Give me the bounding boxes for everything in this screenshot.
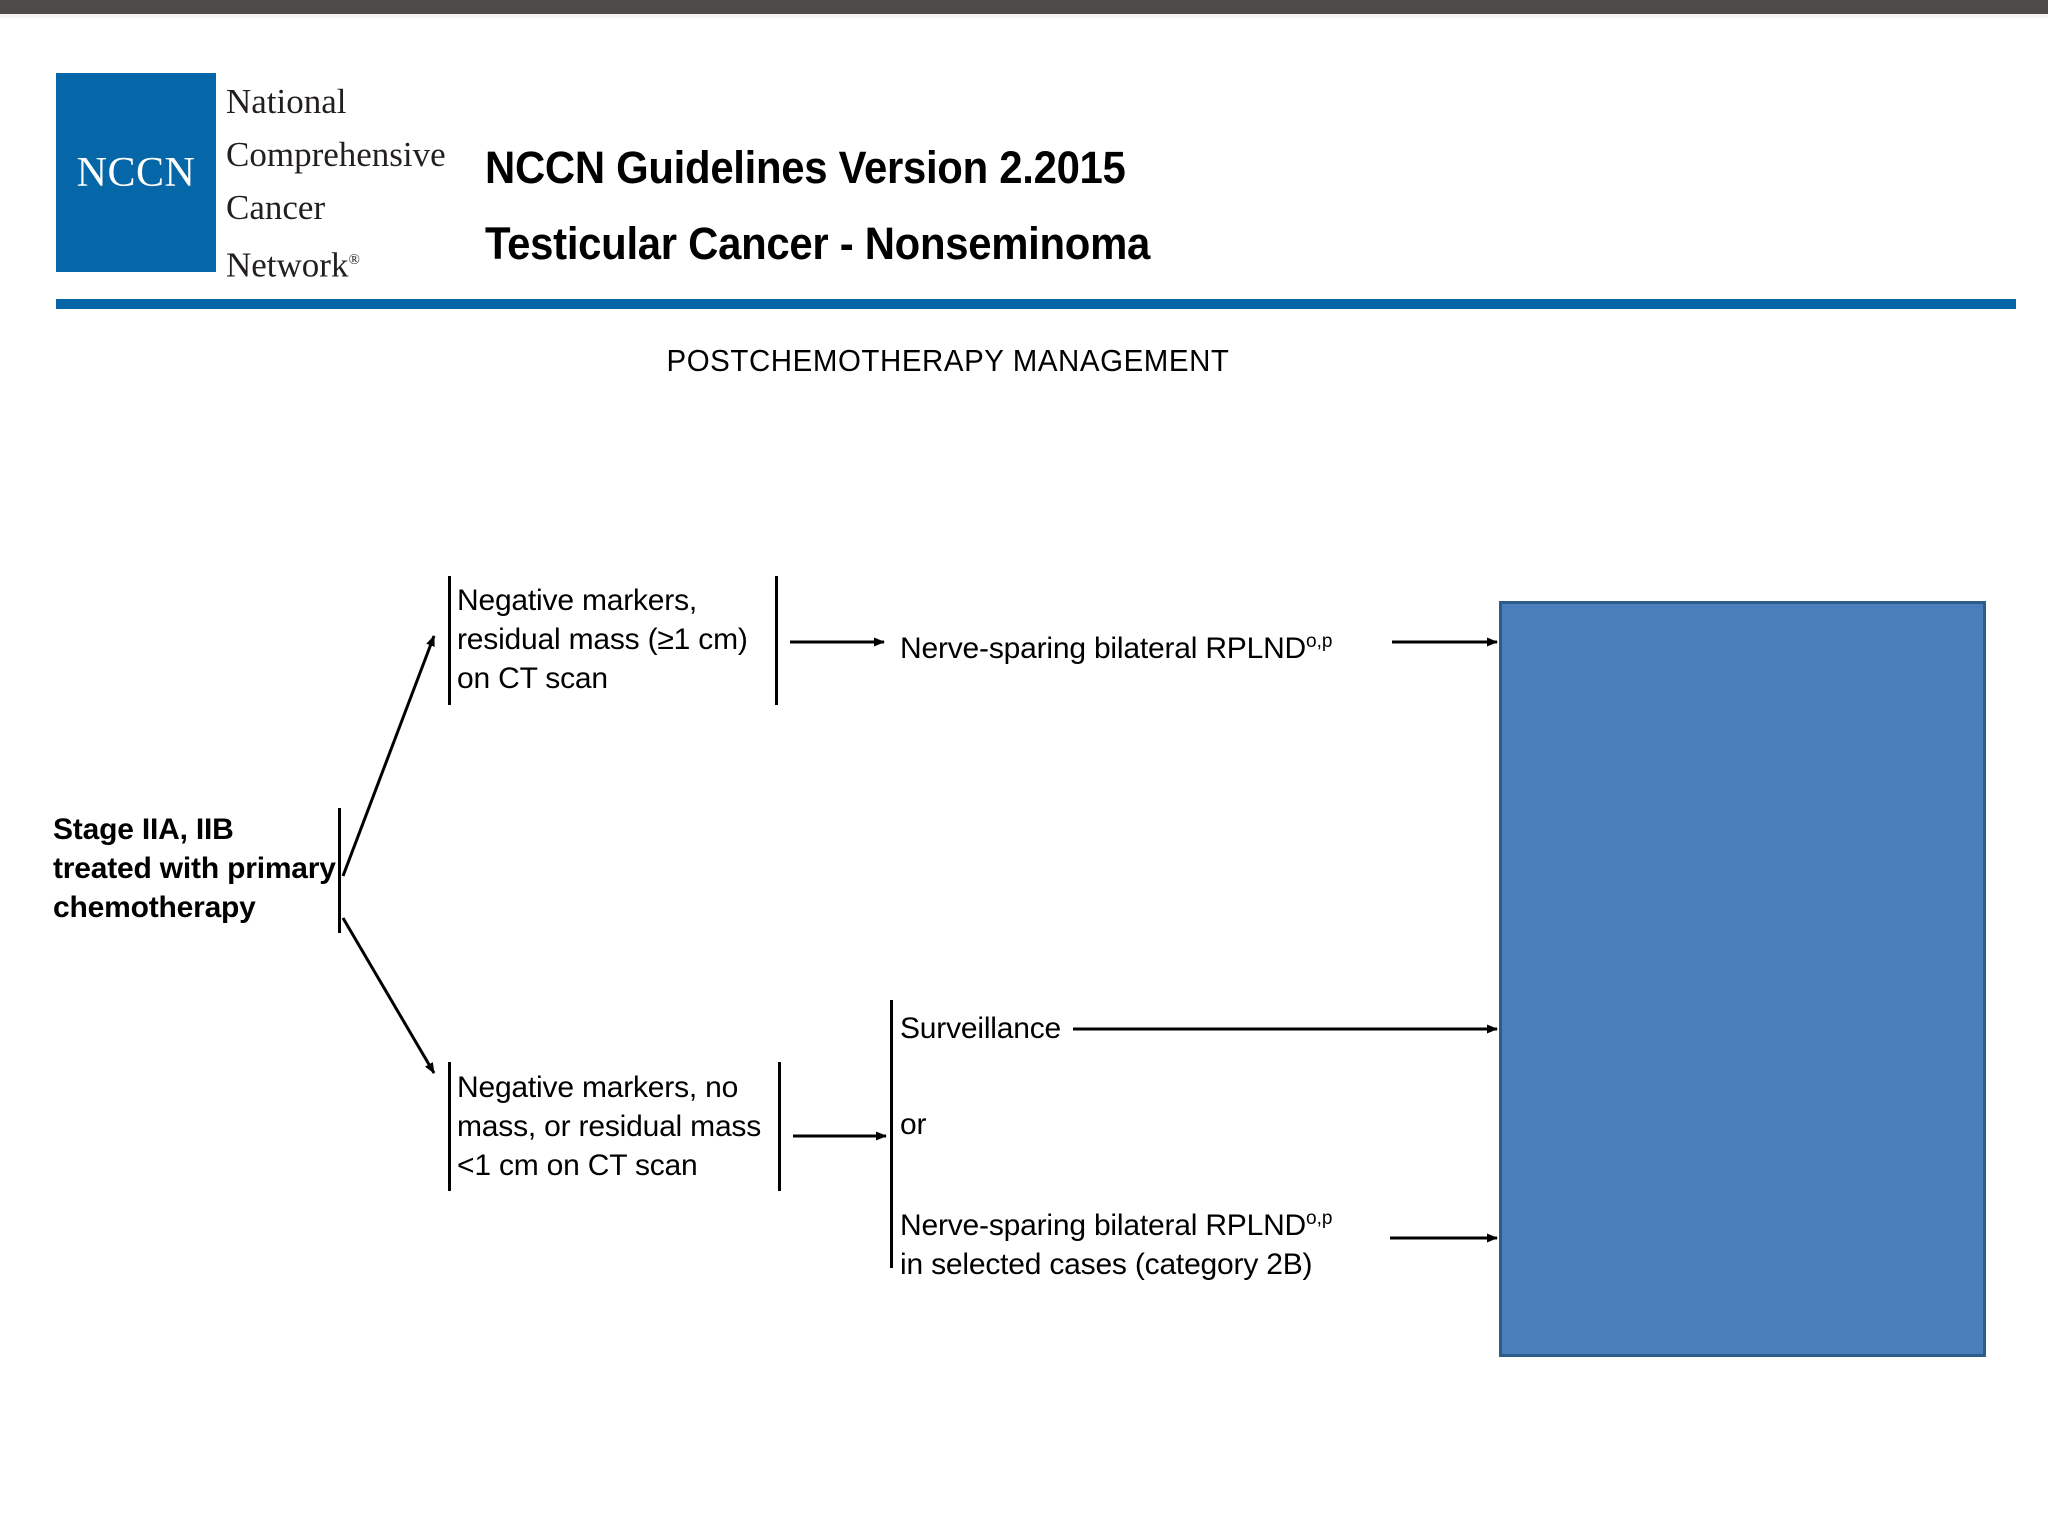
- node-branch-upper-line2: residual mass (≥1 cm): [457, 623, 748, 656]
- page-header: NCCN National Comprehensive Cancer Netwo…: [0, 18, 2048, 309]
- wordmark-network-text: Network: [226, 245, 349, 285]
- node-option-rplnd-superscript: o,p: [1306, 1208, 1333, 1229]
- wordmark-line-national: National: [226, 82, 347, 121]
- node-branch-lower-bracket-left: [448, 1062, 451, 1191]
- node-branch-upper-line1: Negative markers,: [457, 584, 698, 617]
- node-start: Stage IIA, IIB treated with primary chem…: [53, 810, 336, 927]
- options-group-bracket: [890, 1000, 893, 1268]
- node-option-surveillance-text: Surveillance: [900, 1012, 1062, 1045]
- node-branch-upper-bracket-left: [448, 576, 451, 705]
- outcome-panel: [1499, 601, 1986, 1357]
- window-chrome-shadow: [0, 14, 2048, 18]
- node-branch-upper: Negative markers, residual mass (≥1 cm) …: [457, 581, 748, 698]
- node-start-line3: chemotherapy: [53, 891, 256, 924]
- window-chrome-bar: [0, 0, 2048, 14]
- section-title-text: POSTCHEMOTHERAPY MANAGEMENT: [666, 343, 1230, 378]
- registered-mark-icon: ®: [348, 252, 360, 268]
- slide-sheet: NCCN National Comprehensive Cancer Netwo…: [0, 18, 2048, 1536]
- node-option-rplnd-line1: Nerve-sparing bilateral RPLND: [900, 1209, 1307, 1242]
- node-branch-lower-line2: mass, or residual mass: [457, 1110, 762, 1143]
- node-start-line2: treated with primary: [53, 852, 336, 885]
- node-start-line1: Stage IIA, IIB: [53, 813, 234, 846]
- nccn-wordmark: National Comprehensive Cancer Network®: [226, 75, 446, 292]
- node-start-bracket: [338, 808, 341, 933]
- node-treatment-upper: Nerve-sparing bilateral RPLNDo,p: [900, 622, 1332, 668]
- node-option-rplnd-line2: in selected cases (category 2B): [900, 1248, 1313, 1281]
- node-option-rplnd-line1-wrap: Nerve-sparing bilateral RPLNDo,p: [900, 1199, 1332, 1245]
- section-title: POSTCHEMOTHERAPY MANAGEMENT: [51, 343, 1997, 379]
- wordmark-line-cancer: Cancer: [226, 188, 326, 227]
- wordmark-line-network: Network®: [226, 234, 446, 292]
- header-divider-rule: [56, 299, 2016, 309]
- node-option-surveillance: Surveillance: [900, 1009, 1061, 1048]
- nccn-logo-mark: NCCN: [56, 73, 216, 272]
- nccn-logo-text: NCCN: [76, 149, 196, 196]
- page-title-line2: Testicular Cancer - Nonseminoma: [485, 218, 1151, 269]
- node-treatment-upper-text: Nerve-sparing bilateral RPLND: [900, 632, 1307, 665]
- page-title-line1: NCCN Guidelines Version 2.2015: [485, 142, 1126, 193]
- node-branch-lower-line3: <1 cm on CT scan: [457, 1149, 698, 1182]
- node-branch-lower-line1: Negative markers, no: [457, 1071, 739, 1104]
- node-option-connector-text: or: [900, 1108, 927, 1141]
- flow-diagram: Stage IIA, IIB treated with primary chem…: [0, 18, 2048, 1536]
- node-option-rplnd: Nerve-sparing bilateral RPLNDo,p in sele…: [900, 1199, 1332, 1284]
- node-branch-lower-bracket-right: [778, 1062, 781, 1191]
- node-option-connector: or: [900, 1105, 926, 1144]
- node-branch-upper-bracket-right: [775, 576, 778, 705]
- node-treatment-upper-superscript: o,p: [1306, 631, 1333, 652]
- wordmark-line-comprehensive: Comprehensive: [226, 135, 446, 174]
- page-title: NCCN Guidelines Version 2.2015 Testicula…: [485, 130, 1150, 282]
- node-branch-upper-line3: on CT scan: [457, 662, 608, 695]
- node-branch-lower: Negative markers, no mass, or residual m…: [457, 1068, 761, 1185]
